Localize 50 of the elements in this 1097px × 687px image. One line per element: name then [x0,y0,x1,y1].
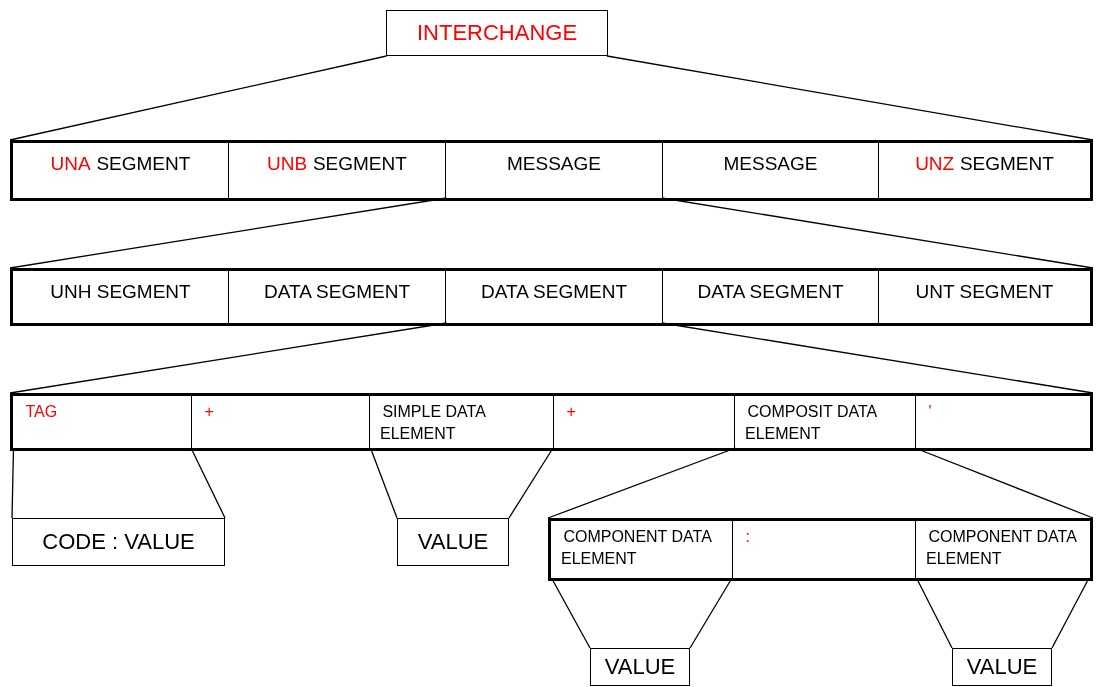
cell-text: UNZ [915,153,955,174]
value-box [952,648,1052,686]
cell-text: MESSAGE [507,153,601,174]
value-box [397,518,509,566]
connector-line [1051,577,1090,649]
connector-line [9,322,448,394]
cell-text: DATA SEGMENT [697,281,844,302]
cell-text: VALUE [604,654,676,680]
cell-text: COMPOSIT DATA ELEMENT [745,403,877,442]
cell-text: VALUE [417,529,489,555]
connector-line [9,197,448,269]
value-box [590,648,690,686]
cell-text: INTERCHANGE [416,20,578,46]
connector-line [606,55,1094,141]
connector-line [914,447,1094,519]
connector-line [550,577,591,649]
cell-text: SEGMENT [96,153,191,174]
segment-bar [10,393,1093,451]
connector-line [915,577,953,649]
interchange-box [386,10,608,56]
segment-bar [10,140,1093,201]
cell-text: CODE : VALUE [42,529,195,555]
connector-line [369,447,398,519]
segment-bar [548,518,1093,581]
cell-text: SIMPLE DATA ELEMENT [380,403,485,442]
cell-text: UNT SEGMENT [915,281,1054,302]
connector-line [661,322,1094,394]
cell-text: DATA SEGMENT [480,281,627,302]
cell-text: COMPONENT DATA ELEMENT [926,528,1076,567]
cell-text: + [204,403,214,420]
connector-line [508,447,554,519]
cell-text: UNH SEGMENT [50,281,191,302]
cell-text: COMPONENT DATA ELEMENT [561,528,711,567]
cell-text: SEGMENT [312,153,407,174]
connector-line [689,577,733,649]
cell-text: UNB [267,153,308,174]
cell-text: + [566,403,576,420]
cell-text: SEGMENT [959,153,1054,174]
cell-text: VALUE [966,654,1038,680]
cell-text: : [745,528,750,545]
connector-line [547,447,737,519]
segment-bar [10,268,1093,326]
cell-text: MESSAGE [723,153,818,174]
value-box [12,518,225,566]
cell-text: ' [928,403,932,420]
cell-text: TAG [25,403,58,420]
cell-text: UNA [50,153,91,174]
connector-line [661,197,1094,269]
connector-line [9,55,388,141]
cell-text: DATA SEGMENT [263,281,410,302]
